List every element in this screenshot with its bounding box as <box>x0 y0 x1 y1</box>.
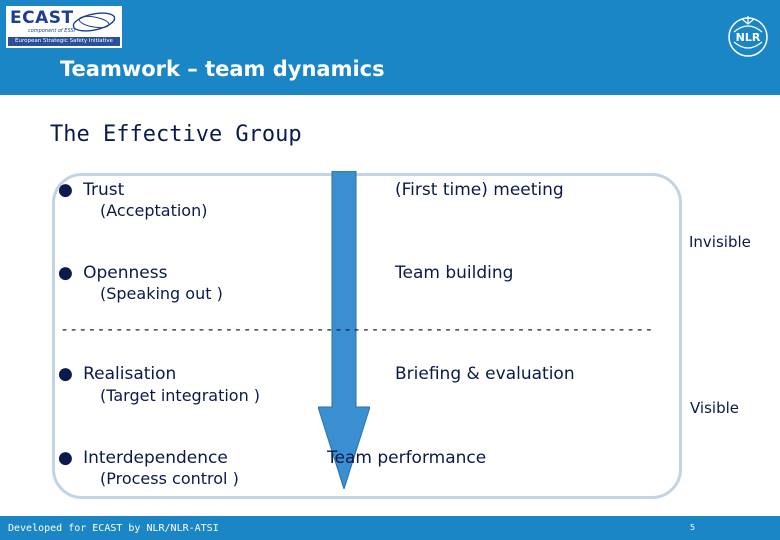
item-label: Realisation <box>83 364 177 384</box>
page-title: Teamwork – team dynamics <box>60 57 385 81</box>
bullet-icon: ● <box>58 364 73 384</box>
nlr-logo-text: NLR <box>736 31 761 44</box>
item-subtitle: (Acceptation) <box>100 201 208 220</box>
bullet-icon: ● <box>58 448 73 468</box>
item-subtitle: (Target integration ) <box>100 386 261 405</box>
header-bar: ECAST component of ESSI European Strateg… <box>0 0 780 95</box>
page-number: 5 <box>690 523 696 532</box>
item-phase: (First time) meeting <box>395 180 564 200</box>
logo-wordmark: ECAST <box>10 8 74 28</box>
list-item: ● Trust <box>58 179 124 201</box>
visible-label: Visible <box>690 399 739 417</box>
item-label: Openness <box>83 263 168 283</box>
ecast-logo: ECAST component of ESSI European Strateg… <box>6 6 122 48</box>
item-subtitle: (Speaking out ) <box>100 284 223 303</box>
divider-line: ----------------------------------------… <box>60 320 654 338</box>
logo-swirl-icon <box>72 12 116 32</box>
section-title: The Effective Group <box>50 122 302 147</box>
logo-tagline: European Strategic Safety Initiative <box>8 37 120 46</box>
footer-credit: Developed for ECAST by NLR/NLR-ATSI <box>8 523 219 534</box>
invisible-label: Invisible <box>689 233 751 251</box>
item-phase: Team performance <box>327 448 487 468</box>
list-item: ● Openness <box>58 262 167 284</box>
item-phase: Briefing & evaluation <box>395 364 575 384</box>
nlr-logo-icon: NLR <box>728 16 768 57</box>
item-label: Interdependence <box>83 448 228 468</box>
item-label: Trust <box>83 180 125 200</box>
list-item: ● Interdependence <box>58 447 228 469</box>
down-arrow-icon <box>318 171 370 489</box>
item-subtitle: (Process control ) <box>100 469 239 488</box>
group-frame <box>52 173 682 499</box>
item-phase: Team building <box>395 263 514 283</box>
footer-bar: Developed for ECAST by NLR/NLR-ATSI 5 <box>0 516 780 540</box>
list-item: ● Realisation <box>58 363 176 385</box>
logo-subtitle: component of ESSI <box>28 28 76 34</box>
bullet-icon: ● <box>58 180 73 200</box>
bullet-icon: ● <box>58 263 73 283</box>
